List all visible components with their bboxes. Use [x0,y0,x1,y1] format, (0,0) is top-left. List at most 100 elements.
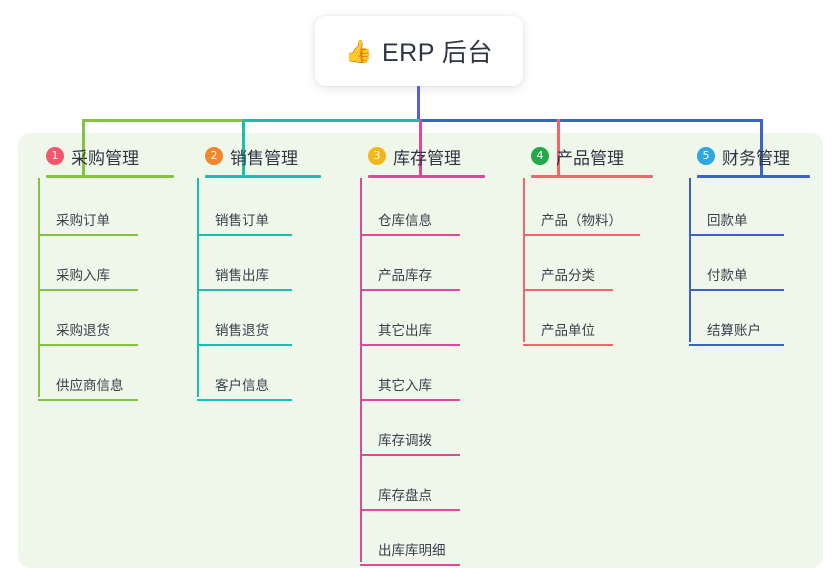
branch-1-item[interactable]: 采购退货 [38,306,138,346]
branch-number-badge-4: 4 [531,147,549,165]
branch-1-item-underline [38,289,138,291]
branch-1-item[interactable]: 供应商信息 [38,361,138,401]
branch-underline-1 [46,175,174,178]
branch-5-item-label: 结算账户 [707,323,761,338]
root-trunk-line [417,86,420,122]
branch-2-item-label: 客户信息 [215,378,269,393]
branch-number-badge-2: 2 [205,147,223,165]
bus-segment-3 [419,119,560,122]
branch-5-item-underline [689,344,784,346]
branch-header-4[interactable]: 4 产品管理 [531,144,653,168]
root-node-title: ERP 后台 [382,39,493,67]
branch-title-3: 库存管理 [393,148,461,168]
branch-underline-3 [368,175,485,178]
branch-2-item[interactable]: 销售退货 [197,306,292,346]
branch-dropper-4 [557,119,560,175]
branch-3-item[interactable]: 其它出库 [360,306,460,346]
branch-3-item[interactable]: 库存盘点 [360,471,460,511]
branch-3-item[interactable]: 库存调拨 [360,416,460,456]
branch-3-item-label: 产品库存 [378,268,432,283]
branch-1-item-underline [38,344,138,346]
branch-dropper-2 [242,119,245,175]
branch-2-item[interactable]: 销售订单 [197,196,292,236]
branch-1-item-underline [38,399,138,401]
branch-spine-5 [689,178,691,342]
branch-5-item[interactable]: 回款单 [689,196,784,236]
branch-spine-1 [38,178,40,397]
branch-2-item-label: 销售出库 [215,268,269,283]
branch-2-item-label: 销售订单 [215,213,269,228]
branch-number-badge-1: 1 [46,147,64,165]
branch-4-item[interactable]: 产品（物料） [523,196,640,236]
branch-2-item-underline [197,399,292,401]
branch-4-item[interactable]: 产品单位 [523,306,613,346]
branch-2-item[interactable]: 客户信息 [197,361,292,401]
branch-spine-2 [197,178,199,397]
branches-panel [18,133,823,568]
branch-underline-5 [697,175,810,178]
branch-5-item-underline [689,289,784,291]
branch-3-item[interactable]: 其它入库 [360,361,460,401]
branch-5-item[interactable]: 付款单 [689,251,784,291]
branch-dropper-3 [419,119,422,175]
branch-1-item[interactable]: 采购入库 [38,251,138,291]
branch-spine-3 [360,178,362,562]
branch-3-item-label: 其它入库 [378,378,432,393]
branch-3-item-label: 库存调拨 [378,433,432,448]
bus-segment-4 [557,119,763,122]
root-node-card[interactable]: 👍 ERP 后台 [315,16,523,86]
thumbs-up-icon: 👍 [345,39,373,64]
branch-4-item[interactable]: 产品分类 [523,251,613,291]
branch-header-2[interactable]: 2 销售管理 [205,144,321,168]
branch-1-item-label: 采购入库 [56,268,110,283]
branch-2-item-underline [197,289,292,291]
branch-5-item[interactable]: 结算账户 [689,306,784,346]
branch-3-item-underline [360,454,460,456]
branch-title-5: 财务管理 [722,148,790,168]
branch-dropper-1 [82,119,85,175]
branch-3-item-label: 出库库明细 [378,543,446,558]
branch-4-item-label: 产品（物料） [541,213,622,228]
branch-2-item-underline [197,234,292,236]
branch-4-item-label: 产品分类 [541,268,595,283]
branch-column-4: 4 产品管理 [531,144,653,178]
bus-segment-1 [82,119,245,122]
branch-3-item[interactable]: 仓库信息 [360,196,460,236]
branch-5-item-underline [689,234,784,236]
branch-1-item[interactable]: 采购订单 [38,196,138,236]
root-node-label: 👍 ERP 后台 [345,33,493,69]
branch-4-item-underline [523,234,640,236]
branch-3-item-label: 其它出库 [378,323,432,338]
branch-3-item-label: 库存盘点 [378,488,432,503]
branch-column-2: 2 销售管理 [205,144,321,178]
bus-segment-2 [242,119,422,122]
branch-3-item-label: 仓库信息 [378,213,432,228]
branch-3-item-underline [360,234,460,236]
branch-3-item-underline [360,509,460,511]
branch-underline-4 [531,175,653,178]
branch-title-1: 采购管理 [71,148,139,168]
branch-1-item-label: 采购订单 [56,213,110,228]
branch-3-item-underline [360,344,460,346]
branch-header-1[interactable]: 1 采购管理 [46,144,174,168]
branch-underline-2 [205,175,321,178]
branch-3-item-underline [360,564,460,566]
branch-5-item-label: 回款单 [707,213,748,228]
branch-1-item-underline [38,234,138,236]
branch-3-item[interactable]: 产品库存 [360,251,460,291]
branch-dropper-5 [760,119,763,175]
branch-column-1: 1 采购管理 [46,144,174,178]
branch-spine-4 [523,178,525,342]
branch-title-2: 销售管理 [230,148,298,168]
branch-4-item-underline [523,344,613,346]
branch-title-4: 产品管理 [556,148,624,168]
branch-2-item[interactable]: 销售出库 [197,251,292,291]
branch-2-item-label: 销售退货 [215,323,269,338]
branch-3-item-underline [360,399,460,401]
branch-3-item[interactable]: 出库库明细 [360,526,460,566]
